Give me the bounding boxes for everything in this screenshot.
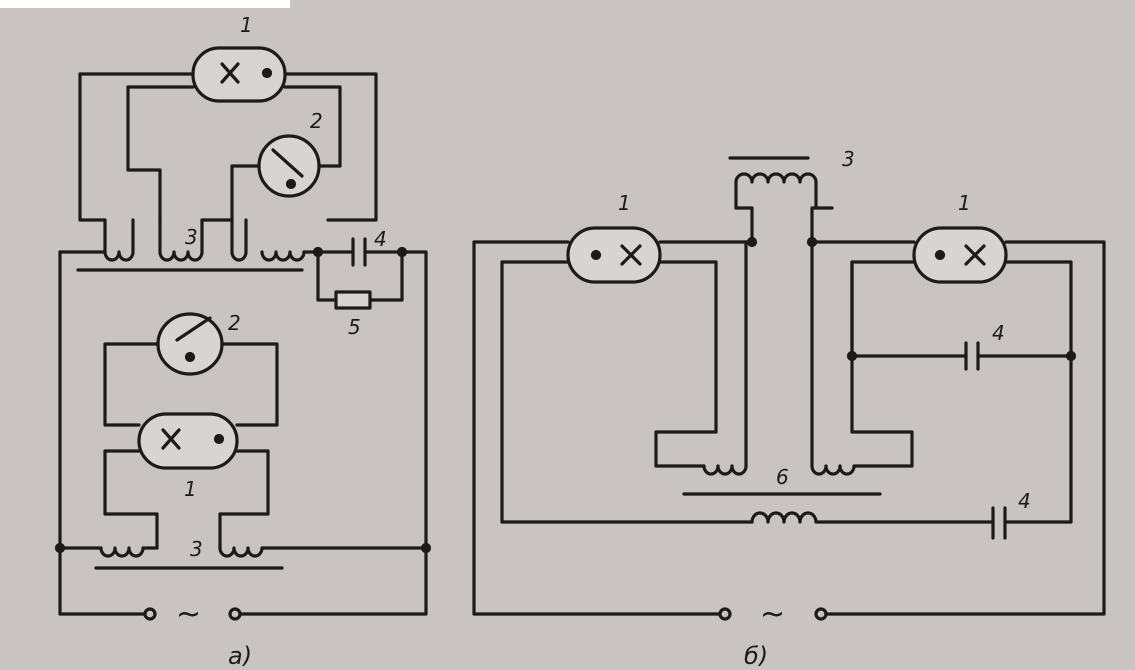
transformer-top [658, 156, 916, 248]
labels-a: 1 2 3 4 5 2 1 3 ~ a) [176, 13, 387, 670]
lamp-bottom [137, 412, 239, 470]
wire-a8 [103, 449, 159, 550]
wire-a-left [58, 250, 147, 616]
wire-a2 [283, 72, 378, 222]
transformer-bottom [654, 240, 914, 496]
wire-b-right-outer [824, 240, 1106, 616]
cap-resistor-a [312, 237, 408, 310]
label-starter-top: 2 [310, 109, 323, 133]
wire-b-left-outer [472, 240, 722, 616]
starter-top [257, 134, 321, 198]
terminal-b-left [718, 607, 732, 621]
labels-b: 1 1 3 4 6 4 ~ б) [618, 147, 1031, 670]
wire-a4 [283, 85, 342, 168]
wire-a6 [103, 342, 160, 427]
wire-a-right [238, 250, 428, 616]
wire-a7 [220, 342, 279, 427]
caption-a: a) [228, 642, 252, 666]
label-starter-bottom: 2 [228, 311, 241, 335]
scan-edge [0, 0, 290, 8]
wire-b-inner-left [500, 260, 754, 524]
diagram-b [472, 156, 1106, 621]
label-capacitor-a: 4 [374, 227, 387, 251]
label-lamp-bottom: 1 [184, 477, 197, 501]
diagram-a [54, 46, 432, 621]
label-ballast-top: 3 [185, 225, 198, 249]
label-capacitor-bottom: 4 [1018, 489, 1031, 513]
lamp-top [191, 46, 287, 103]
wire-a5 [230, 164, 261, 222]
label-lamp-left: 1 [618, 191, 631, 215]
ballast-bottom-coils [54, 542, 432, 558]
terminal-b-right [814, 607, 828, 621]
lamp-left [566, 226, 662, 284]
label-capacitor-mid: 4 [992, 321, 1005, 345]
wire-a1 [78, 72, 195, 222]
label-lamp-top: 1 [240, 13, 253, 37]
label-transformer-bottom: 6 [776, 465, 789, 489]
wire-b-inner-right [1003, 260, 1073, 524]
source-symbol-b: ~ [760, 597, 785, 632]
source-symbol-a: ~ [176, 597, 201, 632]
label-lamp-right: 1 [958, 191, 971, 215]
caption-b: б) [744, 642, 768, 666]
label-ballast-bottom: 3 [190, 537, 203, 561]
inductor-b [750, 511, 995, 524]
wire-a3 [126, 85, 195, 222]
label-transformer-top: 3 [842, 147, 855, 171]
terminal-a-right [228, 607, 242, 621]
wire-a9 [218, 449, 270, 550]
starter-bottom [156, 312, 224, 376]
terminal-a-left [143, 607, 157, 621]
label-resistor-a: 5 [348, 315, 361, 339]
lamp-right [912, 226, 1008, 284]
ballast-top-coils [58, 218, 320, 262]
